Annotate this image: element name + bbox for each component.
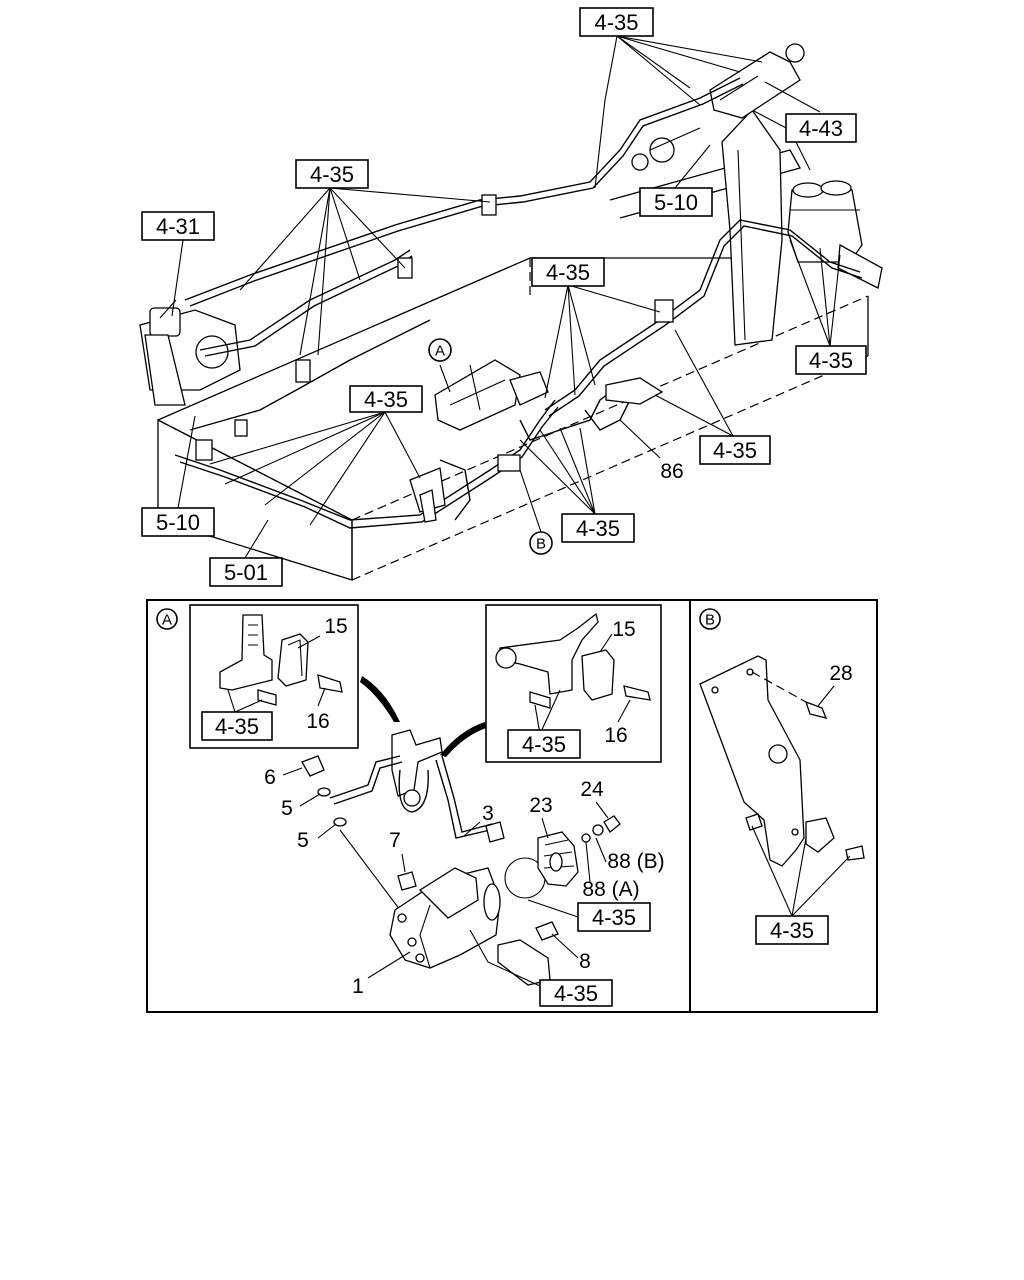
svg-text:4-35: 4-35 <box>546 260 590 285</box>
washer-5-upper <box>317 787 331 797</box>
callout-b-detail: B <box>699 608 721 630</box>
callout-a-main: A <box>428 338 452 362</box>
svg-text:4-43: 4-43 <box>799 116 843 141</box>
detail-b: B 28 4-35 <box>699 608 865 945</box>
ref-label-4-35-right-lower: 4-35 <box>699 435 771 465</box>
part-number-5-upper: 5 <box>281 797 293 820</box>
part-number-28: 28 <box>829 662 852 685</box>
pump-unit <box>434 359 549 431</box>
svg-text:4-35: 4-35 <box>554 981 598 1006</box>
part-number-23: 23 <box>529 794 552 817</box>
ref-label-4-31: 4-31 <box>141 211 215 241</box>
ref-label-4-35-left-upper: 4-35 <box>295 159 369 189</box>
svg-text:B: B <box>536 536 546 553</box>
inset2-part-16: 16 <box>604 724 627 747</box>
master-cylinder <box>139 299 241 406</box>
ref-label-5-01: 5-01 <box>209 557 283 587</box>
svg-text:4-35: 4-35 <box>364 387 408 412</box>
svg-text:A: A <box>162 612 172 629</box>
inset1-part-15: 15 <box>324 615 347 638</box>
svg-text:5-10: 5-10 <box>156 510 200 535</box>
power-steering-pump <box>389 867 501 969</box>
part-number-86: 86 <box>660 460 683 483</box>
inset1-part-16: 16 <box>306 710 329 733</box>
svg-text:4-35: 4-35 <box>713 438 757 463</box>
drive-gear <box>537 831 579 887</box>
part-number-3: 3 <box>482 802 494 825</box>
ref-label-4-35-top: 4-35 <box>579 7 654 37</box>
ref-label-4-35-bottom: 4-35 <box>561 513 635 543</box>
pipe-routes <box>174 77 863 529</box>
bolt-28 <box>804 700 828 719</box>
mounting-bracket-8 <box>497 921 559 986</box>
part-number-88b: 88 (B) <box>607 850 664 873</box>
inset1-ref: 4-35 <box>215 714 259 739</box>
svg-text:4-31: 4-31 <box>156 214 200 239</box>
ref-label-4-35-detail-a-1: 4-35 <box>577 902 651 932</box>
ref-label-4-43: 4-43 <box>785 113 857 143</box>
detail-frame <box>146 599 878 1013</box>
nut-and-washers <box>581 815 621 843</box>
ref-label-4-35-detail-b: 4-35 <box>755 915 829 945</box>
part-number-88a: 88 (A) <box>582 878 639 901</box>
callout-b-main: B <box>529 531 553 555</box>
slave-cylinder <box>631 43 805 171</box>
ref-label-5-10-lower: 5-10 <box>141 507 215 537</box>
ref-label-4-35-center: 4-35 <box>531 257 605 287</box>
part-number-24: 24 <box>580 778 604 801</box>
inset2-ref: 4-35 <box>522 732 566 757</box>
part-number-1: 1 <box>352 975 364 998</box>
pointer-arrow-right <box>440 722 486 757</box>
pipe-bracket <box>329 729 505 843</box>
svg-text:5-10: 5-10 <box>654 190 698 215</box>
ref-label-4-35-left-lower: 4-35 <box>349 385 423 413</box>
svg-text:4-35: 4-35 <box>592 905 636 930</box>
detail-a-inset-2: 15 16 4-35 <box>485 604 662 763</box>
svg-text:5-01: 5-01 <box>224 560 268 585</box>
svg-text:4-35: 4-35 <box>770 918 814 943</box>
callout-a-detail: A <box>156 608 178 630</box>
main-leader-lines <box>171 35 841 559</box>
ref-label-4-35-right: 4-35 <box>795 345 867 375</box>
ref-label-4-35-detail-a-2: 4-35 <box>539 979 613 1007</box>
washer-5-lower <box>333 817 347 827</box>
part-number-5-lower: 5 <box>297 829 309 852</box>
svg-text:4-35: 4-35 <box>809 348 853 373</box>
part-number-6: 6 <box>264 766 276 789</box>
bolt-6 <box>301 755 325 777</box>
inset2-part-15: 15 <box>612 618 635 641</box>
part-number-8: 8 <box>579 950 591 973</box>
chassis-frame <box>157 149 869 581</box>
svg-text:A: A <box>435 343 445 360</box>
main-assembly-view: 4-35 4-43 5-10 4-35 4-31 4-35 4-35 4-35 <box>139 7 883 587</box>
svg-text:4-35: 4-35 <box>576 516 620 541</box>
part-number-7: 7 <box>389 829 401 852</box>
pointer-arrow-left <box>360 676 400 722</box>
ref-label-5-10-upper: 5-10 <box>639 187 713 217</box>
svg-text:B: B <box>705 612 715 629</box>
support-bracket <box>699 655 865 867</box>
detail-a: A 15 16 4-35 <box>156 604 665 1007</box>
detail-a-inset-1: 15 16 4-35 <box>189 604 359 749</box>
svg-text:4-35: 4-35 <box>310 162 354 187</box>
nut-b <box>745 813 763 831</box>
svg-text:4-35: 4-35 <box>594 10 638 35</box>
